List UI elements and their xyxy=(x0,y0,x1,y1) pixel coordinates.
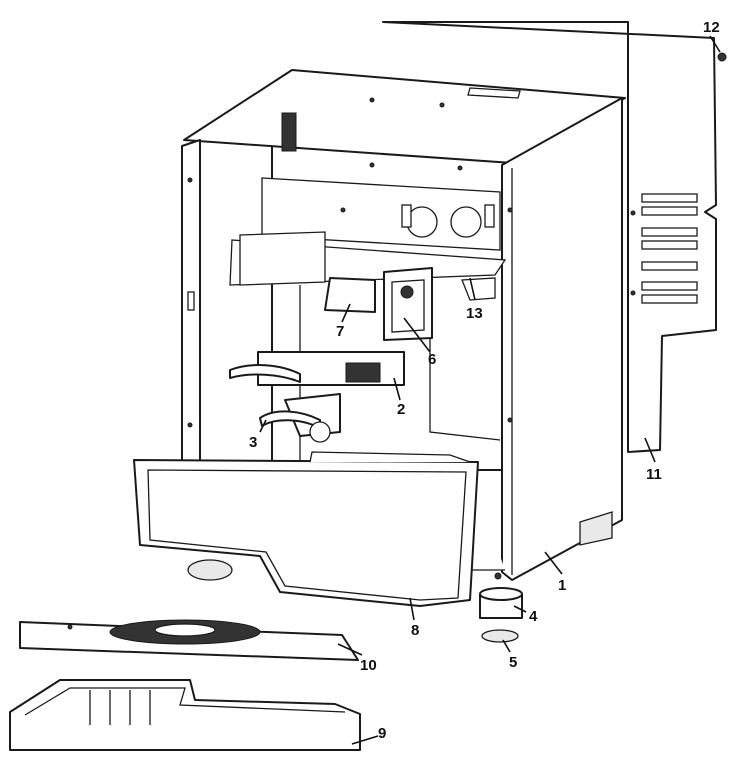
part-8-drip-tray xyxy=(133,451,479,607)
part-4-foot xyxy=(479,587,523,619)
callout-2: 2 xyxy=(397,401,405,418)
part-12-screw xyxy=(717,52,727,62)
callout-10: 10 xyxy=(360,657,377,674)
callout-4: 4 xyxy=(529,608,538,625)
part-3-nozzle-bracket xyxy=(259,393,341,443)
vent-grille xyxy=(281,112,297,152)
callout-1: 1 xyxy=(558,577,566,594)
part-11-back-panel xyxy=(382,21,717,453)
part-6-pump-assembly xyxy=(383,267,433,341)
callout-12: 12 xyxy=(703,19,720,36)
part-5-foot-pad xyxy=(481,629,519,643)
part-13-bracket xyxy=(461,277,496,301)
callout-3: 3 xyxy=(249,434,257,451)
callout-8: 8 xyxy=(411,622,419,639)
leader-lines xyxy=(259,35,721,745)
callout-11: 11 xyxy=(646,466,662,483)
callout-7: 7 xyxy=(336,323,344,340)
part-2-spout-channel xyxy=(229,351,405,386)
callout-5: 5 xyxy=(509,654,517,671)
callout-9: 9 xyxy=(378,725,386,742)
part-10-cup-grille xyxy=(19,619,359,661)
callout-labels: 12 13 6 7 2 3 11 1 4 5 8 10 9 xyxy=(249,19,720,742)
callout-6: 6 xyxy=(428,351,436,368)
part-7-block xyxy=(324,277,376,313)
callout-13: 13 xyxy=(466,305,483,322)
part-9-base-tray xyxy=(9,679,361,751)
